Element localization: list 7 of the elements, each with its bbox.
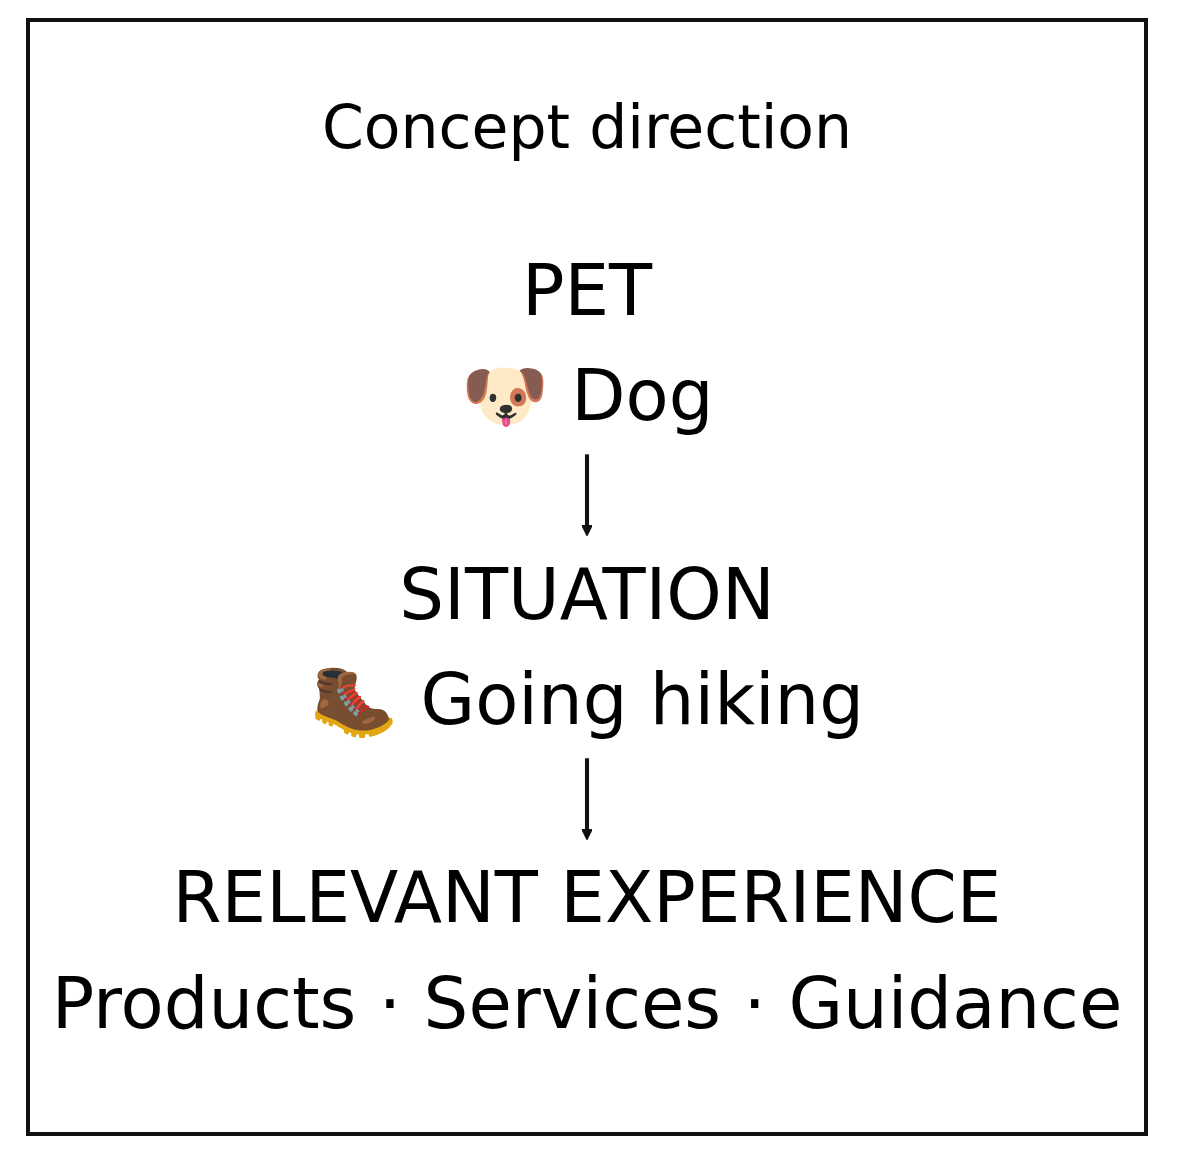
frame-border: Concept direction PET 🐶 Dog SITUATION 🥾 Going hiking RELEVANT EXPERIENCE Products · Services · Guidance bbox=[26, 18, 1148, 1136]
node-text: PET 🐶 Dog bbox=[460, 249, 714, 437]
arrow bbox=[581, 454, 593, 537]
node-text: SITUATION 🥾 Going hiking bbox=[309, 553, 865, 741]
title: Concept direction bbox=[321, 92, 853, 162]
node-text: RELEVANT EXPERIENCE Products · Services · Guidance bbox=[51, 857, 1123, 1045]
arrow bbox=[581, 758, 593, 841]
